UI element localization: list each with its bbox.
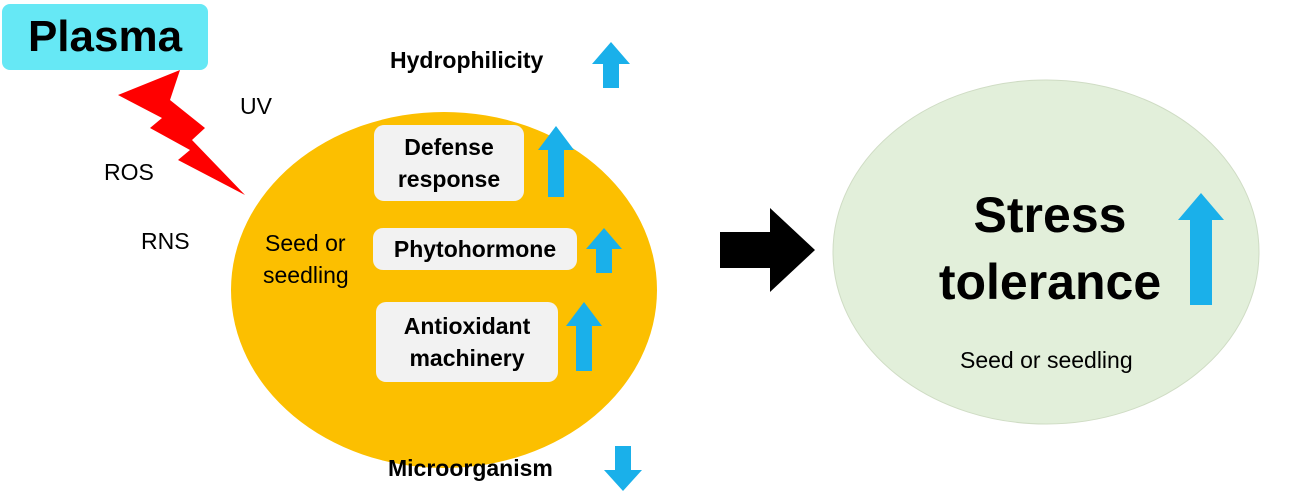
microorganism-label: Microorganism [388,455,553,481]
stress-title-line1: Stress [973,187,1127,243]
defense-line2: response [397,166,501,192]
hydrophilicity-label: Hydrophilicity [390,47,544,73]
antioxidant-up-arrow-icon [566,302,602,371]
defense-response-label: Defense response [374,131,524,195]
uv-label: UV [240,93,272,119]
phytohormone-label: Phytohormone [393,236,557,262]
seed-label-line1: Seed or [265,230,346,256]
result-subtitle: Seed or seedling [960,347,1133,373]
defense-line1: Defense [404,134,494,160]
phytohormone-box [373,228,577,270]
antioxidant-line1: Antioxidant [403,313,531,339]
defense-response-box [374,125,524,201]
antioxidant-box [376,302,558,382]
plasma-box: Plasma [2,4,208,70]
lightning-bolt-icon [118,70,245,195]
stress-title-line2: tolerance [938,254,1162,310]
antioxidant-line2: machinery [409,345,525,371]
rns-label: RNS [141,228,190,254]
result-ellipse [832,79,1260,425]
microorganism-down-arrow-icon [604,446,642,491]
ros-label: ROS [104,159,154,185]
antioxidant-label: Antioxidant machinery [376,310,558,374]
defense-up-arrow-icon [538,126,574,197]
seed-label-line2: seedling [263,262,349,288]
main-arrow-icon [720,208,815,292]
plasma-label: Plasma [27,12,183,61]
hydrophilicity-up-arrow-icon [592,42,630,88]
stress-up-arrow-icon [1178,193,1224,305]
phytohormone-up-arrow-icon [586,228,622,273]
